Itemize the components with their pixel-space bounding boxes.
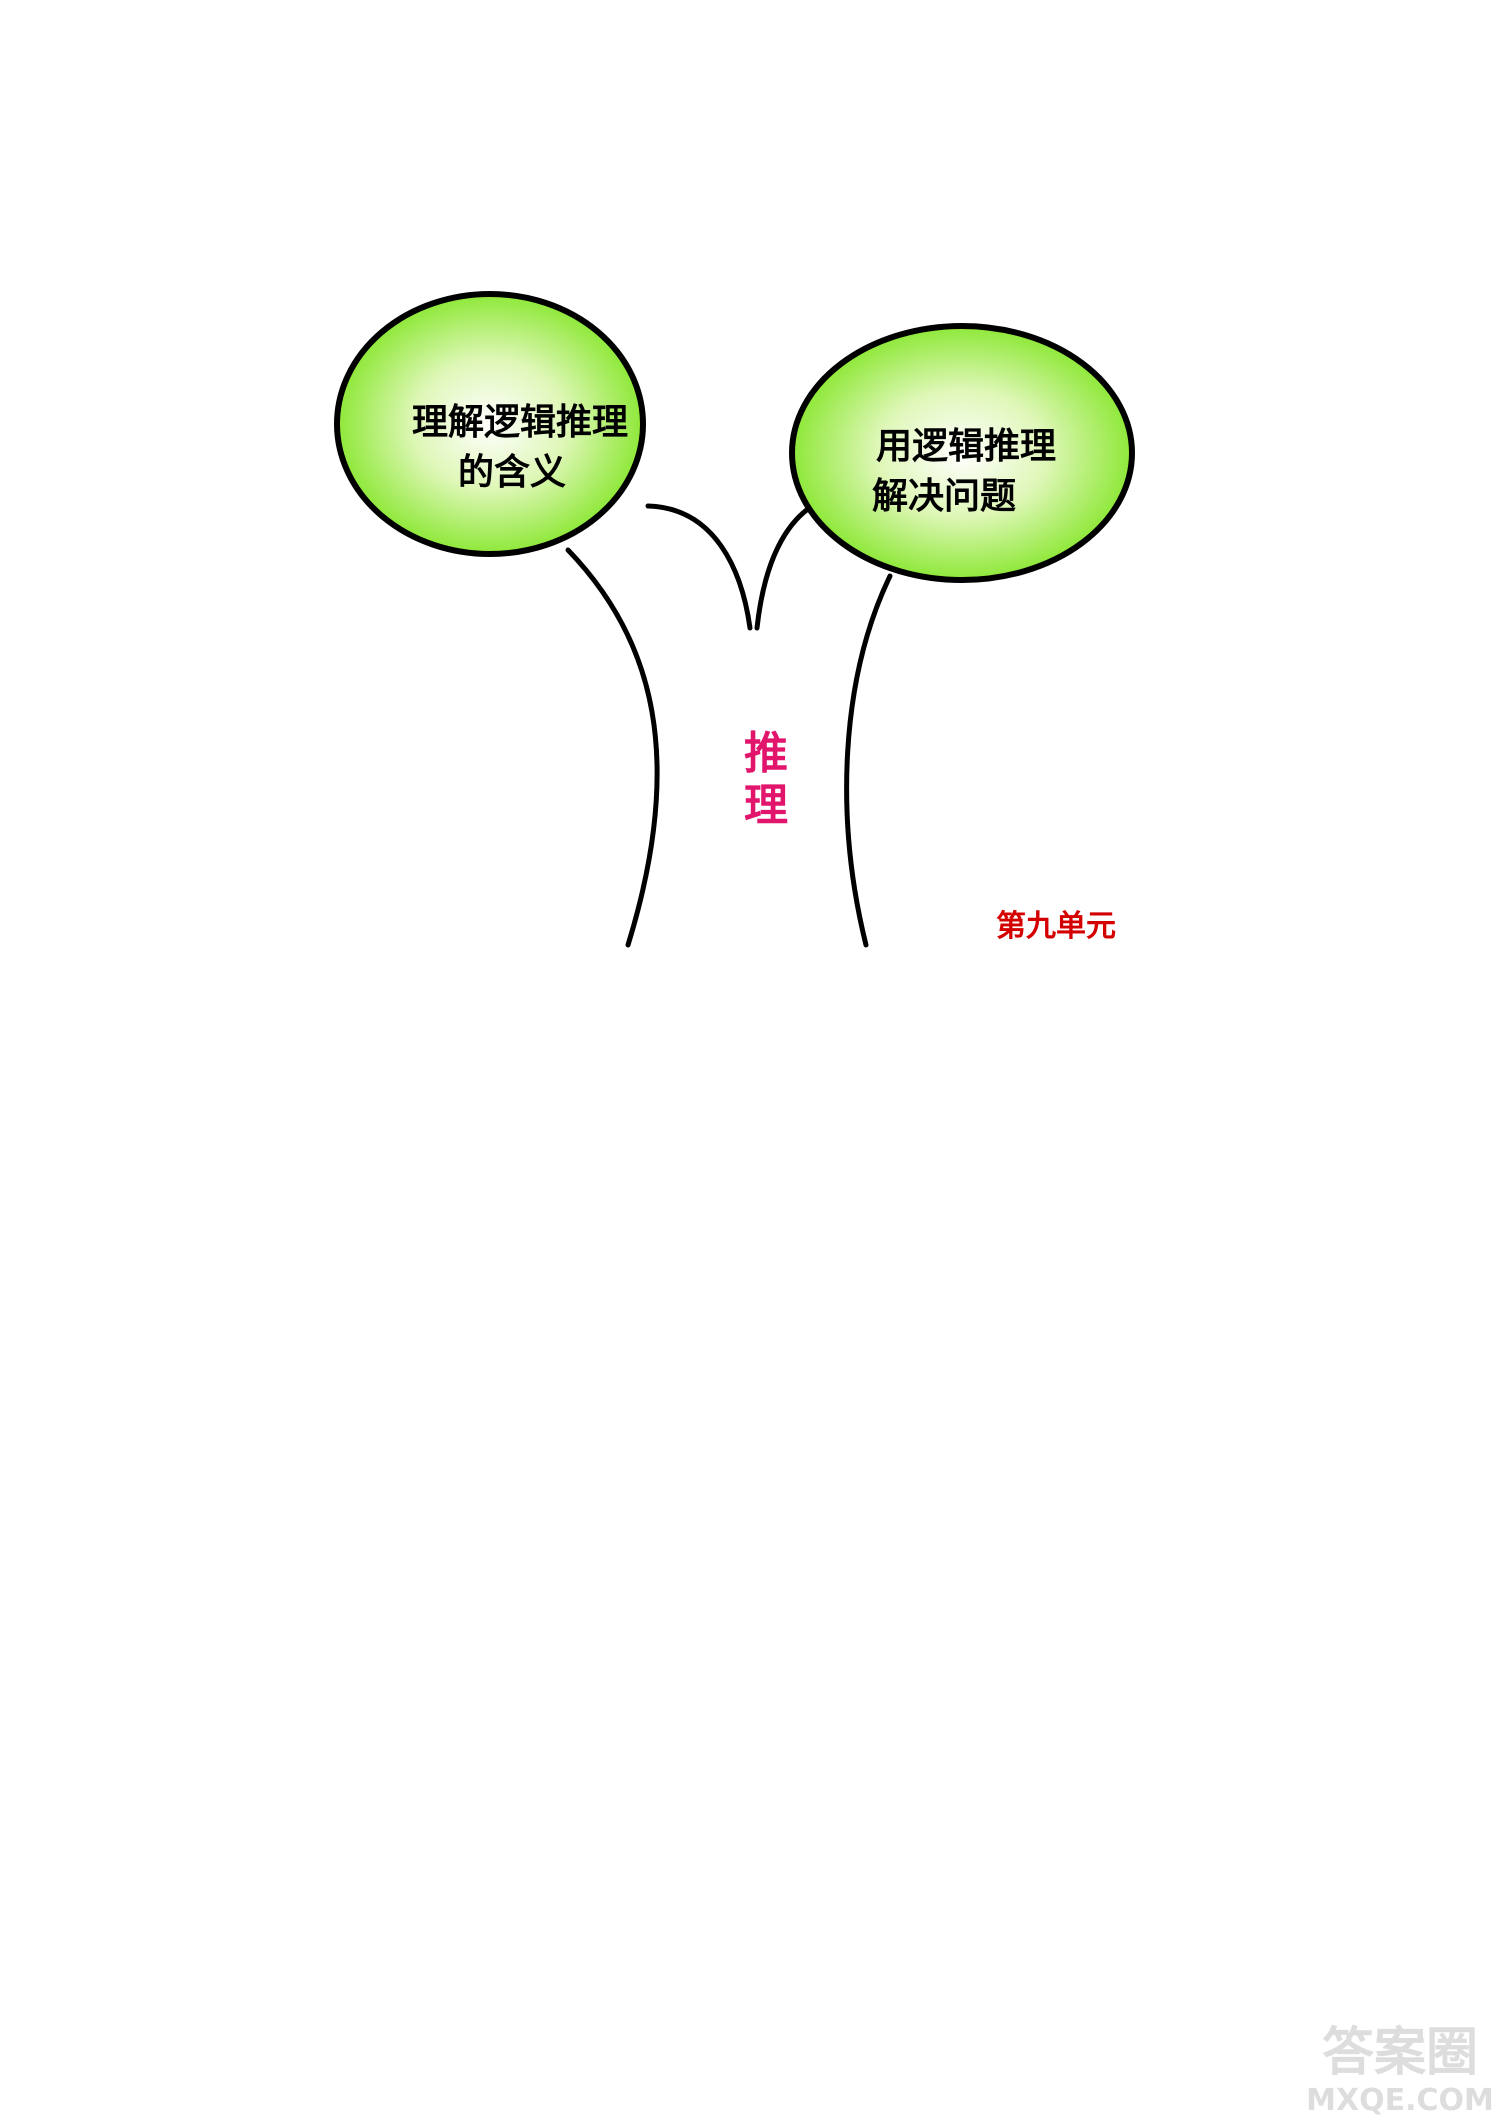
trunk-label-char-2: 理	[744, 780, 788, 831]
trunk-label-char-1: 推	[744, 728, 788, 779]
trunk-right-outer-line	[844, 573, 893, 948]
right-bubble-line-2: 解决问题	[872, 476, 1016, 517]
trunk-left-outer-line	[565, 547, 660, 948]
watermark-logo: 答案圈 MXQE.COM	[1306, 2023, 1494, 2118]
node-apply-logical-reasoning: 用逻辑推理 解决问题	[789, 323, 1135, 583]
node-understand-logical-reasoning: 理解逻辑推理 的含义	[334, 291, 646, 557]
branch-left-inner-line	[645, 503, 753, 631]
left-bubble	[334, 291, 646, 557]
left-bubble-line-1: 理解逻辑推理	[412, 402, 628, 443]
left-bubble-line-2: 的含义	[458, 452, 566, 493]
unit-label: 第九单元	[996, 909, 1116, 944]
tree-trunk	[565, 495, 893, 948]
right-bubble	[789, 323, 1135, 583]
watermark-bottom-text: MXQE.COM	[1306, 2083, 1494, 2118]
watermark-top-text: 答案圈	[1322, 2023, 1478, 2083]
trunk-label: 推 理	[744, 728, 788, 831]
right-bubble-line-1: 用逻辑推理	[876, 426, 1056, 467]
